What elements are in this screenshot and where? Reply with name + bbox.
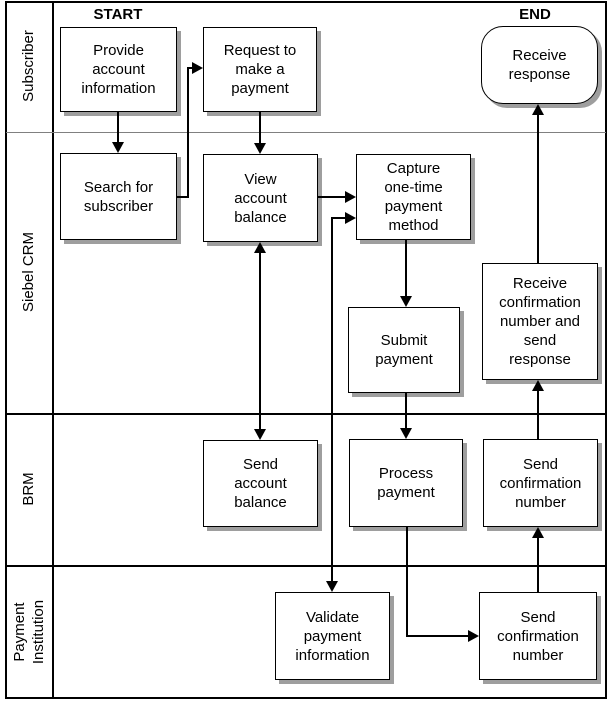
start-label: START <box>93 6 143 23</box>
node-provide-account-label: Provide account information <box>81 42 156 97</box>
edge-capture-validate-arrowhead-right <box>345 212 356 224</box>
edge-capture-validate-arrowhead-down <box>326 581 338 592</box>
lane-divider-subscriber-siebel <box>6 132 606 133</box>
edge-search-to-request-line-2 <box>187 67 189 198</box>
edge-capture-to-submit-line <box>405 240 407 297</box>
end-label: END <box>519 6 551 23</box>
diagram-outer-border <box>5 1 607 699</box>
node-receive-response: Receive response <box>481 26 598 104</box>
node-process-payment-label: Process payment <box>377 465 435 501</box>
edge-search-to-request-line-3 <box>187 67 193 69</box>
edge-sendconfbrm-to-receive-arrowhead <box>532 380 544 391</box>
edge-search-to-request-arrowhead <box>192 62 203 74</box>
node-send-confirmation-brm-label: Send confirmation number <box>499 455 582 511</box>
edge-receiveconf-to-response-arrowhead <box>532 104 544 115</box>
lane-label-brm: BRM <box>20 472 37 506</box>
edge-sendconfpi-to-brm-arrowhead <box>532 527 544 538</box>
node-receive-confirmation: Receive confirmation number and send res… <box>482 263 598 380</box>
node-receive-response-label: Receive response <box>508 47 571 83</box>
edge-capture-to-submit-arrowhead <box>400 296 412 307</box>
edge-sendconfbrm-to-receive-line <box>537 390 539 439</box>
node-provide-account: Provide account information <box>60 27 177 112</box>
node-send-confirmation-pi-label: Send confirmation number <box>497 608 579 664</box>
node-validate-payment: Validate payment information <box>275 592 390 680</box>
edge-sendconfpi-to-brm-line <box>537 537 539 592</box>
lane-label-subscriber: Subscriber <box>20 30 37 102</box>
edge-view-to-capture-arrowhead <box>345 191 356 203</box>
edge-view-send-balance-arrowhead-up <box>254 242 266 253</box>
edge-provide-to-search-line <box>117 112 119 143</box>
node-view-balance: View account balance <box>203 154 318 242</box>
edge-capture-validate-line-1 <box>331 217 346 219</box>
edge-provide-to-search-arrowhead <box>112 142 124 153</box>
edge-view-send-balance-arrowhead-down <box>254 429 266 440</box>
node-request-payment: Request to make a payment <box>203 27 317 112</box>
node-send-balance-label: Send account balance <box>234 456 287 511</box>
lane-divider-siebel-brm <box>6 413 606 415</box>
lane-divider-brm-payment <box>6 565 606 567</box>
edge-view-send-balance-line <box>259 251 261 431</box>
node-capture-method: Capture one-time payment method <box>356 154 471 240</box>
node-receive-confirmation-label: Receive confirmation number and send res… <box>499 275 581 368</box>
lane-label-column-divider <box>52 1 54 699</box>
edge-receiveconf-to-response-line <box>537 114 539 263</box>
edge-process-to-sendconf-line-2 <box>406 635 469 637</box>
edge-request-to-view-line <box>259 112 261 144</box>
edge-submit-to-process-arrowhead <box>400 428 412 439</box>
lane-label-siebel-crm: Siebel CRM <box>20 231 37 313</box>
node-search-subscriber: Search for subscriber <box>60 153 177 240</box>
edge-capture-validate-line-2 <box>331 217 333 582</box>
edge-search-to-request-line-1 <box>177 196 188 198</box>
node-search-subscriber-label: Search for subscriber <box>83 178 154 215</box>
edge-process-to-sendconf-line-1 <box>406 527 408 637</box>
node-capture-method-label: Capture one-time payment method <box>384 160 443 234</box>
edge-request-to-view-arrowhead <box>254 143 266 154</box>
node-request-payment-label: Request to make a payment <box>223 42 297 97</box>
edge-process-to-sendconf-arrowhead <box>468 630 479 642</box>
edge-view-to-capture-line <box>318 196 346 198</box>
node-process-payment: Process payment <box>349 439 463 527</box>
edge-submit-to-process-line <box>405 393 407 429</box>
node-view-balance-label: View account balance <box>234 170 287 226</box>
node-send-balance: Send account balance <box>203 440 318 527</box>
node-send-confirmation-pi: Send confirmation number <box>479 592 597 680</box>
lane-label-payment-institution: Payment Institution <box>11 599 47 665</box>
node-submit-payment: Submit payment <box>348 307 460 393</box>
node-submit-payment-label: Submit payment <box>375 332 433 368</box>
node-validate-payment-label: Validate payment information <box>295 608 370 664</box>
node-send-confirmation-brm: Send confirmation number <box>483 439 598 527</box>
